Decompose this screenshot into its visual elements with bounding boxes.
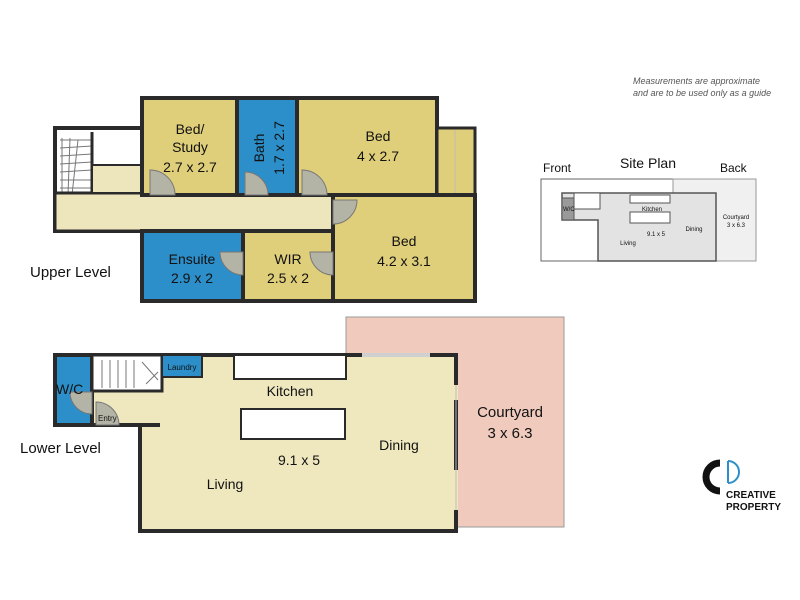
site-plan-courtyard-label: Courtyard (723, 215, 749, 221)
logo-text-line-2: PROPERTY (726, 502, 781, 513)
site-plan-back-label: Back (720, 161, 748, 175)
site-plan: Site Plan Front Back W/C Kitchen 9.1 x 5… (540, 155, 757, 262)
logo-c-icon (702, 459, 721, 495)
room-bed-1-alcove (435, 126, 477, 197)
bed-study-label-1: Bed/ (176, 121, 205, 137)
bath-dims: 1.7 x 2.7 (271, 121, 287, 175)
site-plan-kitchen-label: Kitchen (642, 207, 662, 213)
bath-label: Bath (251, 134, 267, 163)
bed-study-dims: 2.7 x 2.7 (163, 159, 217, 175)
upper-landing (91, 164, 143, 194)
logo-d-icon (727, 460, 740, 484)
logo-text-line-1: CREATIVE (726, 490, 776, 501)
bed-study-label-2: Study (172, 139, 208, 155)
site-plan-dims: 9.1 x 5 (647, 232, 666, 238)
bed-1-label: Bed (366, 128, 391, 144)
living-label: Living (207, 476, 244, 492)
living-dims: 9.1 x 5 (278, 452, 320, 468)
wc-label: W/C (56, 381, 83, 397)
ensuite-dims: 2.9 x 2 (171, 270, 213, 286)
courtyard-dims: 3 x 6.3 (487, 425, 532, 442)
disclaimer-line-2: and are to be used only as a guide (633, 88, 771, 98)
entry-label: Entry (98, 414, 117, 423)
site-plan-courtyard-dims: 3 x 6.3 (727, 223, 746, 229)
ensuite-label: Ensuite (169, 251, 216, 267)
room-bed-2 (331, 193, 477, 303)
wir-dims: 2.5 x 2 (267, 270, 309, 286)
lower-stair-area (90, 353, 164, 393)
dining-label: Dining (379, 437, 419, 453)
site-plan-dining-label: Dining (685, 227, 702, 233)
disclaimer-line-1: Measurements are approximate (633, 76, 760, 86)
bed-2-dims: 4.2 x 3.1 (377, 253, 431, 269)
lower-door-swings (69, 391, 120, 426)
room-laundry (161, 354, 203, 378)
upper-level-title: Upper Level (30, 264, 111, 281)
site-plan-title: Site Plan (620, 155, 676, 171)
kitchen-label: Kitchen (267, 383, 314, 399)
site-plan-front-label: Front (543, 161, 572, 175)
upper-corridor (53, 191, 337, 233)
kitchen-bench (233, 354, 347, 380)
kitchen-island (240, 408, 346, 440)
upper-level-plan: Bed/ Study 2.7 x 2.7 Bath 1.7 x 2.7 Bed … (30, 96, 477, 303)
laundry-label: Laundry (168, 363, 197, 372)
lower-level-plan: W/C Laundry Entry Kitchen 9.1 x 5 Living… (20, 316, 565, 533)
courtyard-label: Courtyard (477, 404, 543, 421)
bed-1-dims: 4 x 2.7 (357, 148, 399, 164)
lower-level-title: Lower Level (20, 440, 101, 457)
upper-door-swings (149, 169, 358, 276)
wir-label: WIR (274, 251, 301, 267)
creative-property-logo: CREATIVE PROPERTY (702, 459, 781, 513)
site-plan-living-label: Living (620, 241, 636, 247)
site-plan-wc-label: W/C (563, 207, 575, 213)
bed-2-label: Bed (392, 233, 417, 249)
lower-stair-icon (101, 360, 159, 388)
